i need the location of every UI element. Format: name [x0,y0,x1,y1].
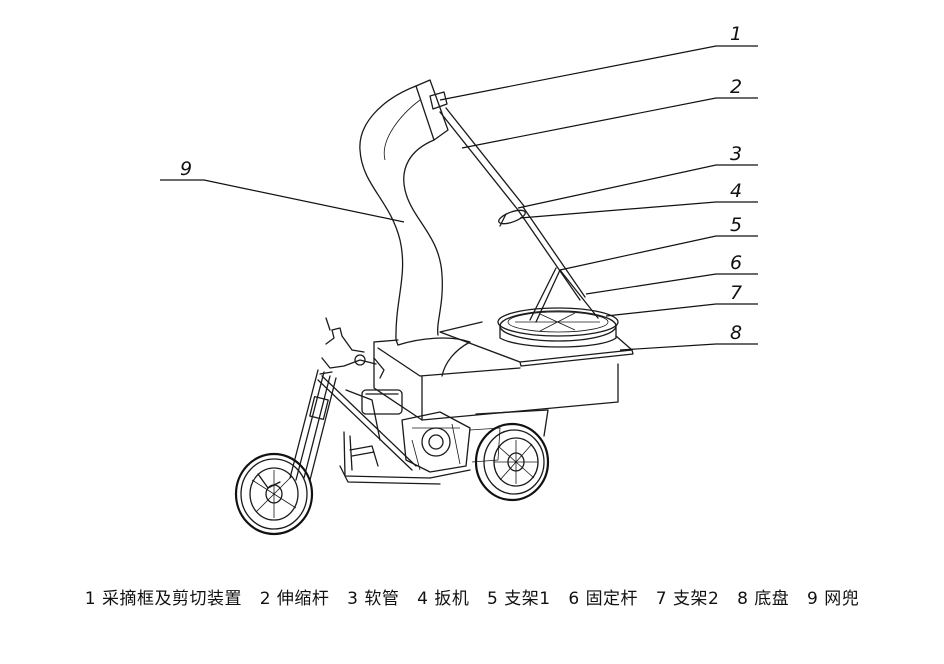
part-numbers: 1 2 3 4 5 6 7 8 9 [180,23,742,344]
part-number-3: 3 [730,143,742,165]
caption-num-9: 9 [807,589,819,609]
caption-num-3: 3 [347,589,359,609]
part-number-2: 2 [730,76,742,98]
bracket-2-ring [497,307,619,348]
part-number-5: 5 [730,214,742,236]
caption-num-1: 1 [84,589,97,609]
front-fork [289,369,337,481]
caption-text-8: 底盘 [754,589,790,609]
caption-num-7: 7 [655,589,668,609]
caption-num-2: 2 [259,589,272,609]
caption-text-3: 软管 [364,589,400,609]
part-number-6: 6 [730,252,742,274]
bracket-1 [529,267,561,323]
telescopic-rod [439,107,586,301]
caption-text-4: 扳机 [434,589,470,609]
chassis [439,321,634,367]
cargo-box [373,339,619,421]
figure-caption: 1 采摘框及剪切装置 2 伸缩杆 3 软管 4 扳机 5 支架1 6 固定杆 7… [0,584,944,609]
caption-num-4: 4 [417,589,429,609]
caption-text-7: 支架2 [673,589,720,609]
part-number-9: 9 [180,158,192,180]
part-number-8: 8 [730,322,742,344]
front-wheel [234,452,314,536]
engine [361,389,549,473]
part-number-1: 1 [730,23,742,45]
caption-text-6: 固定杆 [585,589,639,609]
caption-text-5: 支架1 [504,589,551,609]
net-hose [359,79,471,377]
leader-lines [160,45,758,351]
caption-num-6: 6 [568,589,580,609]
caption-text-2: 伸缩杆 [276,589,330,609]
trigger [498,209,526,227]
caption-text-9: 网兜 [824,589,860,609]
caption-num-5: 5 [487,589,499,609]
caption-text-1: 采摘框及剪切装置 [101,589,242,609]
handlebars [321,317,385,379]
frame [317,375,471,485]
part-number-7: 7 [730,282,742,304]
part-number-4: 4 [730,180,742,202]
rear-wheel [474,422,550,502]
caption-num-8: 8 [737,589,749,609]
